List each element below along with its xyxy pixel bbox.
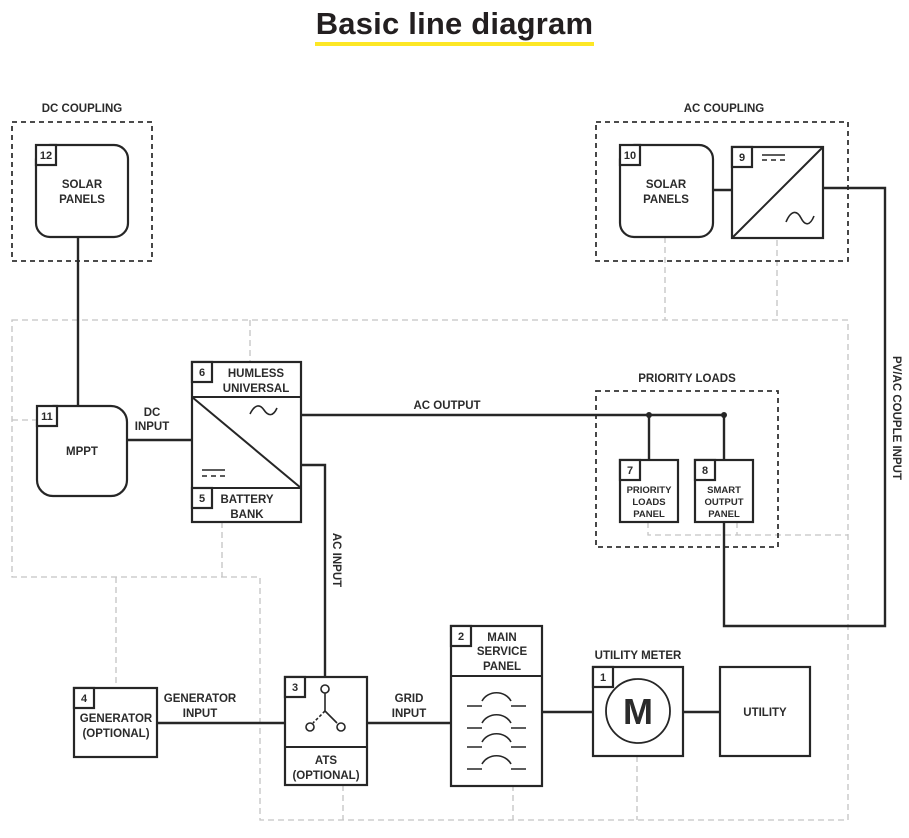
component-number: 9 bbox=[739, 152, 745, 164]
component-3-ats[interactable]: 3 ATS (OPTIONAL) bbox=[283, 675, 369, 787]
dc-input-label: INPUT bbox=[135, 421, 170, 433]
utility-meter-label: UTILITY METER bbox=[595, 650, 682, 662]
junction-dot bbox=[646, 412, 652, 418]
component-label: PANELS bbox=[59, 194, 105, 206]
component-number: 12 bbox=[40, 150, 52, 162]
component-label: PANELS bbox=[643, 194, 689, 206]
component-label: GENERATOR bbox=[80, 713, 153, 725]
dc-input-label: DC bbox=[144, 407, 161, 419]
component-1-utility-meter[interactable]: 1 M bbox=[591, 665, 685, 758]
page-title-wrap: Basic line diagram bbox=[0, 6, 909, 46]
ground-line bbox=[647, 522, 848, 536]
component-label: MAIN bbox=[487, 632, 516, 644]
component-label: SOLAR bbox=[62, 179, 103, 191]
grid-input-label: GRID bbox=[395, 693, 424, 705]
ac-coupling-group bbox=[595, 121, 849, 262]
component-label: MPPT bbox=[66, 446, 98, 458]
component-number: 5 bbox=[199, 493, 205, 505]
component-label: SMART bbox=[707, 485, 741, 496]
ground-line bbox=[11, 319, 849, 821]
ac-sine-icon bbox=[249, 405, 278, 416]
component-label: HUMLESS bbox=[228, 368, 285, 380]
dc-coupling-label: DC COUPLING bbox=[42, 103, 123, 115]
component-label: (OPTIONAL) bbox=[292, 770, 359, 782]
component-number: 6 bbox=[199, 367, 205, 379]
component-label: BANK bbox=[230, 509, 264, 521]
meter-symbol: M bbox=[623, 691, 653, 732]
component-label: ATS bbox=[315, 755, 337, 767]
component-label: OUTPUT bbox=[704, 497, 743, 508]
page-title: Basic line diagram bbox=[314, 6, 595, 46]
dc-symbol-icon bbox=[202, 469, 225, 477]
component-7-priority-loads-panel[interactable]: 7 PRIORITY LOADS PANEL bbox=[618, 458, 680, 524]
component-label: SERVICE bbox=[477, 646, 528, 658]
grid-input-label: INPUT bbox=[392, 708, 427, 720]
breaker-icons bbox=[467, 691, 526, 770]
ac-coupling-label: AC COUPLING bbox=[684, 103, 765, 115]
wiring bbox=[76, 186, 887, 725]
ac-output-label: AC OUTPUT bbox=[413, 400, 480, 412]
component-2-main-service-panel[interactable]: 2 MAIN SERVICE PANEL bbox=[449, 624, 544, 788]
ac-input-label: AC INPUT bbox=[330, 533, 342, 587]
component-number: 10 bbox=[624, 150, 636, 162]
component-label: (OPTIONAL) bbox=[82, 728, 149, 740]
component-number: 11 bbox=[41, 411, 53, 423]
wire-ac-input bbox=[301, 463, 327, 677]
component-label: BATTERY bbox=[220, 494, 273, 506]
ac-sine-icon bbox=[785, 211, 815, 225]
component-number: 2 bbox=[458, 631, 464, 643]
component-number: 3 bbox=[292, 682, 298, 694]
dc-symbol-icon bbox=[762, 154, 785, 161]
component-label: PANEL bbox=[708, 509, 740, 520]
component-5-battery-bank[interactable]: 5 BATTERY BANK bbox=[190, 486, 274, 521]
component-12-solar-panels[interactable]: 12 SOLAR PANELS bbox=[34, 143, 130, 239]
generator-input-label: GENERATOR bbox=[164, 693, 237, 705]
wire-pv-ac-couple bbox=[722, 186, 887, 628]
component-4-generator[interactable]: 4 GENERATOR (OPTIONAL) bbox=[72, 686, 159, 759]
component-utility[interactable]: UTILITY bbox=[718, 665, 812, 758]
generator-input-label: INPUT bbox=[183, 708, 218, 720]
component-number: 4 bbox=[81, 693, 88, 705]
priority-loads-group bbox=[595, 390, 779, 548]
component-label: PRIORITY bbox=[627, 485, 673, 496]
component-label: PANEL bbox=[483, 661, 521, 673]
component-10-solar-panels[interactable]: 10 SOLAR PANELS bbox=[618, 143, 715, 239]
grounding-network bbox=[11, 237, 849, 821]
component-label: UTILITY bbox=[743, 707, 787, 719]
component-number: 8 bbox=[702, 465, 708, 477]
component-label: SOLAR bbox=[646, 179, 687, 191]
pv-ac-couple-input-label: PV/AC COUPLE INPUT bbox=[890, 356, 902, 480]
component-number: 7 bbox=[627, 465, 633, 477]
component-11-mppt[interactable]: 11 MPPT bbox=[35, 404, 129, 498]
component-number: 1 bbox=[600, 672, 606, 684]
component-9-inverter[interactable]: 9 bbox=[730, 145, 825, 240]
component-label: LOADS bbox=[632, 497, 665, 508]
transfer-switch-icon bbox=[305, 684, 346, 732]
priority-loads-label: PRIORITY LOADS bbox=[638, 373, 736, 385]
component-label: UNIVERSAL bbox=[223, 383, 289, 395]
junction-dot bbox=[721, 412, 727, 418]
dc-coupling-group bbox=[11, 121, 153, 262]
component-label: PANEL bbox=[633, 509, 665, 520]
component-8-smart-output-panel[interactable]: 8 SMART OUTPUT PANEL bbox=[693, 458, 755, 524]
